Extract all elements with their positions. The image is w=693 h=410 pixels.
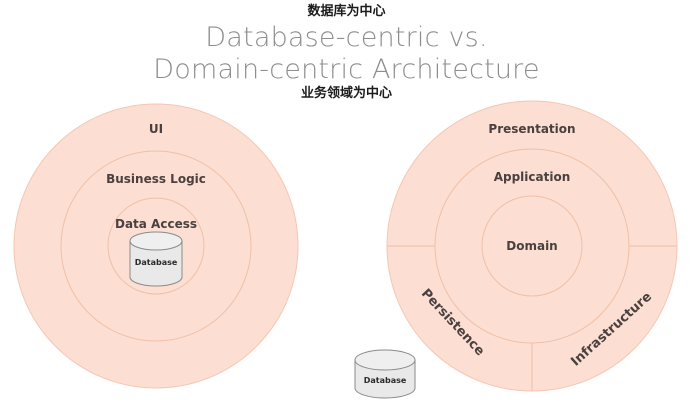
left-ring-label-ui: UI (149, 122, 163, 136)
right-architecture-circle: Presentation Application Domain Persiste… (386, 100, 678, 392)
bottom-database-cylinder[interactable]: Database (354, 349, 416, 399)
left-database-label: Database (135, 258, 178, 267)
page-title-line-2: Domain-centric Architecture (153, 54, 540, 85)
page-title-line-1: Database-centric vs. (205, 22, 488, 53)
right-ring-label-domain: Domain (506, 239, 557, 253)
left-ring-label-data-access: Data Access (115, 217, 197, 231)
left-database-cylinder[interactable]: Database (129, 231, 183, 287)
page-title: Database-centric vs. Domain-centric Arch… (0, 22, 693, 86)
left-ring-label-business-logic: Business Logic (106, 172, 206, 186)
chinese-caption-bottom: 业务领域为中心 (300, 86, 392, 101)
right-ring-label-presentation: Presentation (488, 122, 575, 136)
chinese-caption-top: 数据库为中心 (307, 4, 386, 19)
left-architecture-circle: UI Business Logic Data Access Database (13, 103, 299, 389)
bottom-database-label: Database (364, 376, 407, 385)
right-ring-label-application: Application (494, 170, 571, 184)
right-ring-inner[interactable] (481, 195, 583, 297)
